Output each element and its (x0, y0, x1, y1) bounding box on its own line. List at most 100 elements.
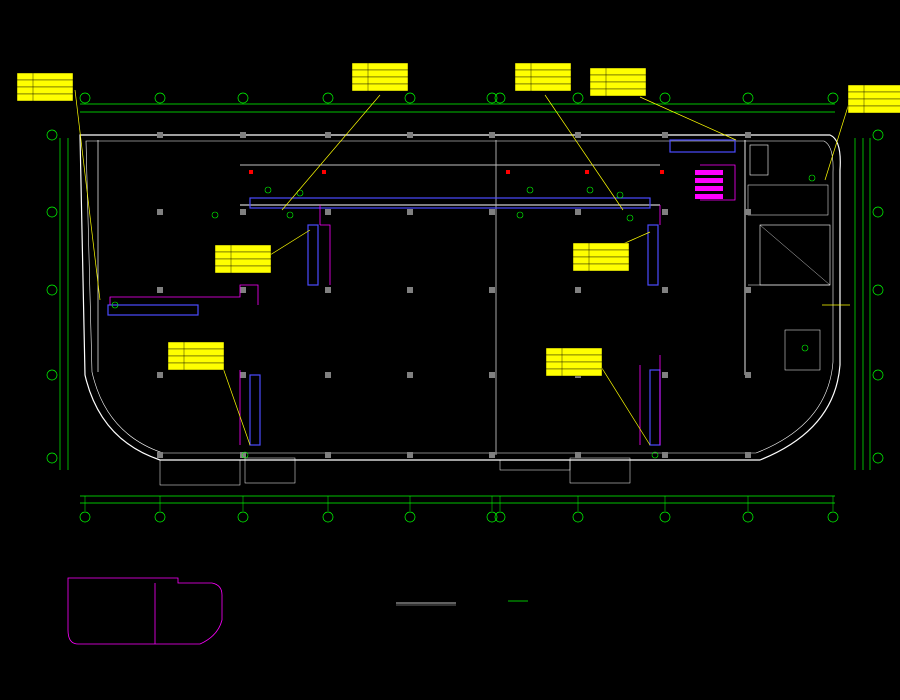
column (325, 287, 331, 293)
column (157, 372, 163, 378)
column (407, 209, 413, 215)
stair-south-right (569, 457, 631, 484)
axis-bubble (659, 511, 671, 523)
tag-row (167, 348, 225, 357)
fire-dampers (249, 170, 664, 174)
axis-bubble (872, 206, 884, 218)
grid-axes-right (872, 129, 884, 464)
column (489, 452, 495, 458)
tag-row (351, 83, 409, 92)
column (240, 372, 246, 378)
column (745, 372, 751, 378)
tag-row (167, 355, 225, 364)
tag-row (572, 249, 630, 258)
title-block (396, 600, 528, 606)
tag-row (545, 361, 603, 370)
axis-bubble (659, 92, 671, 104)
building-walls (79, 134, 841, 486)
column (662, 209, 668, 215)
tag-row (589, 67, 647, 76)
axis-bubble (827, 511, 839, 523)
core-room-east-low (784, 329, 821, 371)
tag-east-side (545, 347, 603, 377)
grid-axes-bottom (79, 496, 839, 523)
tag-row (214, 251, 272, 260)
column (407, 287, 413, 293)
tag-row (847, 98, 900, 107)
tag-row (545, 347, 603, 356)
tag-row (847, 84, 900, 93)
axis-bubble (237, 92, 249, 104)
duct-west (107, 304, 199, 316)
axis-bubble (154, 511, 166, 523)
stair-south-center (244, 457, 296, 484)
tag-row (589, 74, 647, 83)
column (575, 132, 581, 138)
entry-south (499, 459, 571, 471)
axis-bubble (742, 92, 754, 104)
column (325, 132, 331, 138)
tag-row (545, 368, 603, 377)
tag-top-right (589, 67, 647, 97)
tag-mid-left (847, 84, 900, 114)
duct-ahu-right-1 (647, 224, 659, 286)
equipment-tags (16, 62, 900, 377)
column (662, 287, 668, 293)
column (407, 132, 413, 138)
column (662, 372, 668, 378)
axis-bubble (872, 369, 884, 381)
column (240, 452, 246, 458)
grid-axes-top (79, 92, 839, 104)
tag-row (351, 76, 409, 85)
tag-row (351, 69, 409, 78)
axis-bubble (872, 129, 884, 141)
column (240, 287, 246, 293)
column (407, 372, 413, 378)
column (240, 209, 246, 215)
tag-row (214, 244, 272, 253)
stair-east (749, 144, 769, 176)
tag-row (572, 242, 630, 251)
axis-bubble (79, 92, 91, 104)
column (489, 372, 495, 378)
tag-row (214, 265, 272, 274)
axis-bubble (404, 92, 416, 104)
shaft-diag-1 (759, 224, 831, 286)
duct-corridor (249, 197, 651, 209)
stair-south-left (159, 459, 241, 486)
column (157, 132, 163, 138)
tag-row (514, 69, 572, 78)
axis-bubble (872, 452, 884, 464)
axis-bubble (322, 92, 334, 104)
axis-bubble (742, 511, 754, 523)
key-plan (67, 577, 223, 645)
outer-wall (79, 134, 841, 461)
tag-row (16, 72, 74, 81)
column (157, 452, 163, 458)
column (157, 287, 163, 293)
column (745, 452, 751, 458)
column (325, 372, 331, 378)
tag-row (514, 76, 572, 85)
tag-row (16, 93, 74, 102)
column (325, 209, 331, 215)
column (325, 452, 331, 458)
tag-row (589, 81, 647, 90)
column (662, 132, 668, 138)
tag-top-center-left (351, 62, 409, 92)
tag-row (847, 91, 900, 100)
axis-bubble (322, 511, 334, 523)
column (575, 209, 581, 215)
axis-bubble (154, 92, 166, 104)
column (745, 209, 751, 215)
axis-bubble (872, 284, 884, 296)
axis-bubble (46, 284, 58, 296)
tag-row (572, 263, 630, 272)
refrigerant-pipes (109, 164, 736, 445)
tag-low-left (572, 242, 630, 272)
axis-bubble (46, 129, 58, 141)
tag-low-right (167, 341, 225, 371)
column (240, 132, 246, 138)
tag-row (572, 256, 630, 265)
